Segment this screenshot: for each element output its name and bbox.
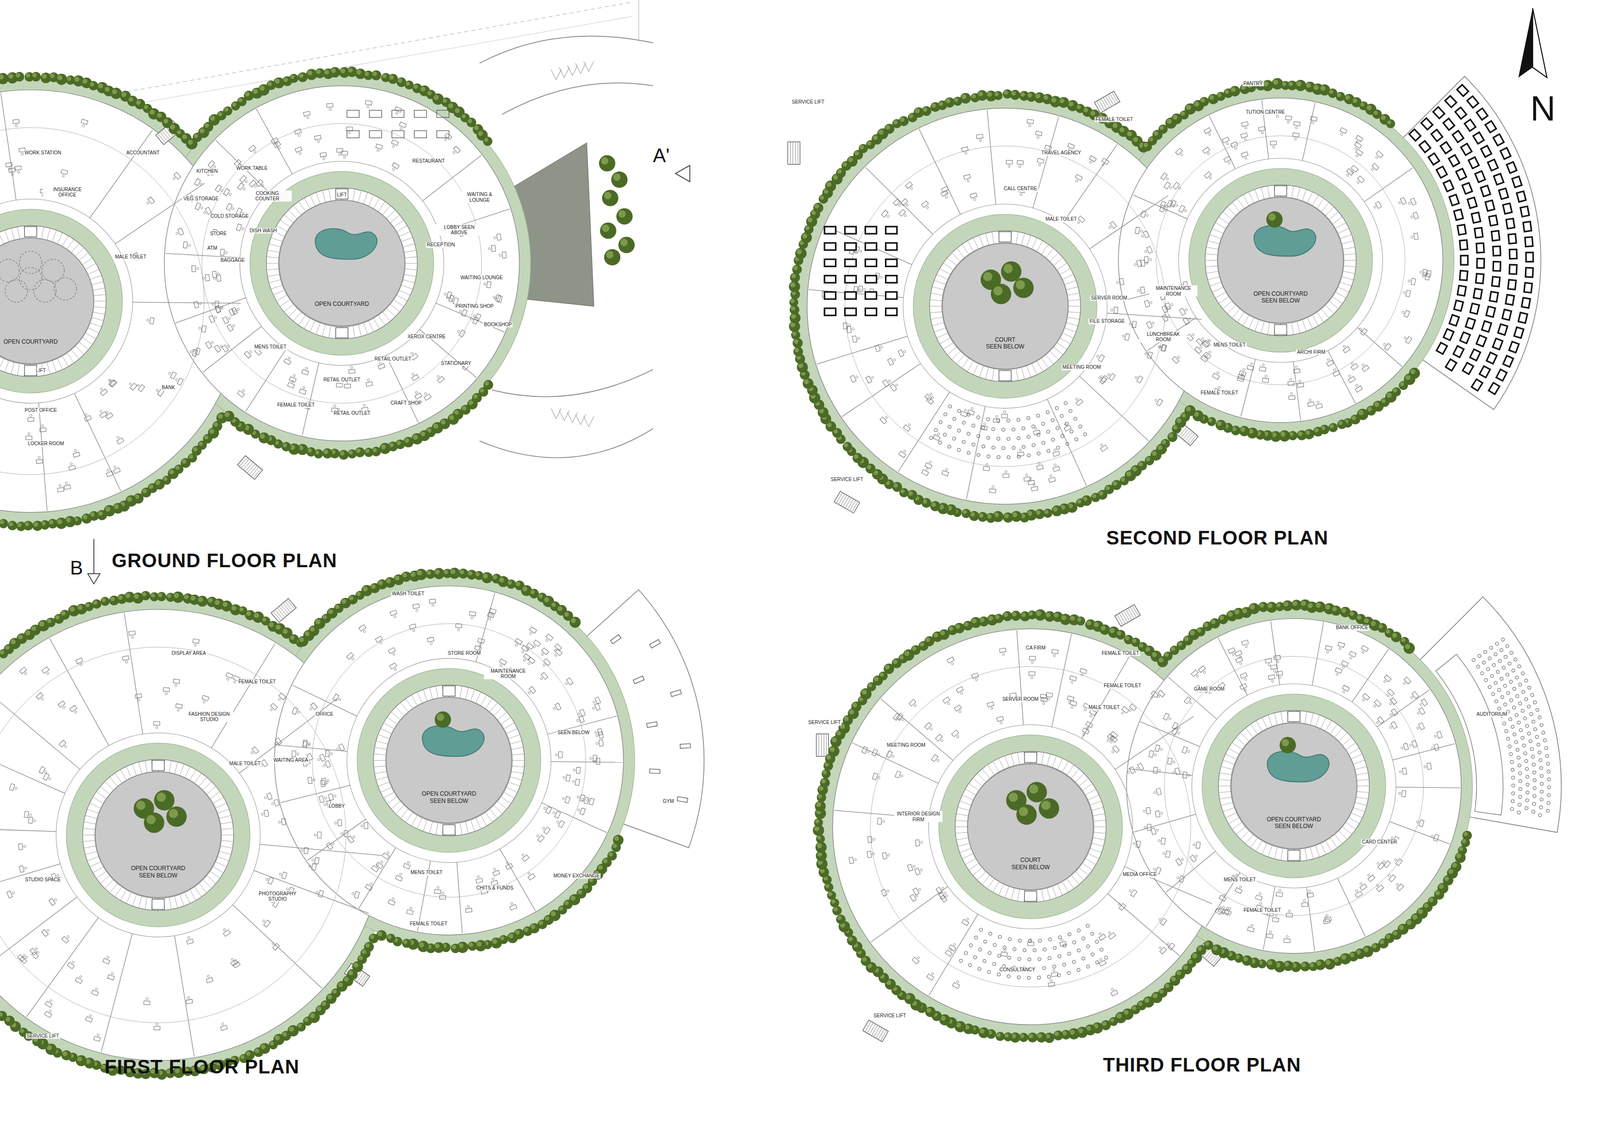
desk [865, 226, 877, 234]
desk [1523, 221, 1532, 232]
approach-path [492, 369, 654, 397]
desk [1520, 206, 1529, 217]
desk [1525, 267, 1534, 278]
desk [885, 275, 898, 283]
desk [885, 226, 898, 234]
desk [1460, 255, 1468, 265]
tree [616, 208, 633, 225]
desk [1493, 246, 1501, 256]
tree-highlight [601, 224, 610, 232]
desk [1475, 273, 1484, 284]
desk [1521, 297, 1531, 308]
approach-path [502, 82, 654, 115]
desk [844, 291, 856, 300]
desk [865, 259, 877, 267]
paving-chevron [567, 412, 578, 423]
lift-box [24, 226, 37, 237]
desk [1498, 188, 1509, 199]
desk [1459, 239, 1468, 250]
desk [1491, 230, 1500, 241]
desk [1502, 309, 1512, 320]
tree-highlight [618, 209, 626, 218]
desk [1473, 288, 1483, 299]
desk [1509, 264, 1517, 275]
paving-chevron [551, 408, 562, 419]
desk [1502, 203, 1512, 214]
desk [1476, 242, 1485, 253]
desk [1486, 306, 1496, 317]
tree [611, 171, 628, 188]
desk [1453, 209, 1464, 221]
paving-chevron [559, 410, 570, 421]
approach-path [479, 428, 654, 458]
tree-highlight [604, 192, 612, 200]
desk [1477, 258, 1485, 268]
desk [1459, 270, 1468, 281]
desk [1485, 200, 1495, 211]
desk [885, 308, 898, 316]
paving-chevron [583, 61, 594, 72]
paving-chevron [559, 67, 570, 78]
desk [1467, 197, 1478, 209]
paving-chevron [583, 416, 594, 427]
desk [865, 291, 877, 300]
tree [618, 236, 635, 254]
desk [1508, 279, 1517, 290]
desk [1497, 324, 1508, 336]
desk [1524, 282, 1533, 293]
tree-highlight [620, 239, 628, 247]
desk [1525, 252, 1534, 262]
desk [865, 308, 877, 316]
desk [1506, 218, 1515, 229]
desk [885, 259, 898, 267]
desk [865, 242, 877, 251]
tree [598, 155, 616, 172]
desk [1525, 237, 1533, 247]
desk [1489, 291, 1499, 302]
desk [844, 226, 856, 234]
desk [865, 275, 877, 283]
desk [844, 242, 856, 251]
desk [1493, 261, 1501, 271]
tree [604, 249, 621, 266]
desk [1509, 249, 1517, 259]
desk [824, 291, 836, 300]
paving-chevron [575, 414, 586, 425]
desk [885, 291, 898, 300]
desk [1457, 285, 1466, 296]
tree-highlight [600, 157, 609, 165]
desk [1508, 233, 1516, 244]
paving-chevron [551, 69, 562, 80]
desk [1492, 276, 1501, 287]
tree-highlight [613, 173, 621, 181]
paving-chevron [575, 63, 586, 74]
desk [1453, 300, 1464, 312]
desk [1518, 312, 1528, 324]
approach-path [479, 36, 654, 64]
desk [1513, 327, 1524, 338]
desk [1471, 212, 1481, 224]
tree-highlight [606, 251, 614, 259]
desk [824, 308, 836, 316]
desk [844, 275, 856, 283]
desk [1516, 191, 1526, 202]
desk [824, 259, 836, 267]
desk [1488, 215, 1498, 226]
tree [601, 189, 619, 207]
desk [844, 308, 856, 316]
tree [599, 222, 617, 240]
desk [1457, 224, 1466, 235]
paving-chevron [567, 65, 578, 76]
desk [824, 275, 836, 283]
desk [844, 259, 856, 267]
desk [824, 226, 836, 234]
desk [1474, 227, 1483, 238]
desk [885, 242, 898, 251]
desk [1469, 303, 1480, 315]
desk [824, 242, 836, 251]
desk [1505, 294, 1515, 305]
